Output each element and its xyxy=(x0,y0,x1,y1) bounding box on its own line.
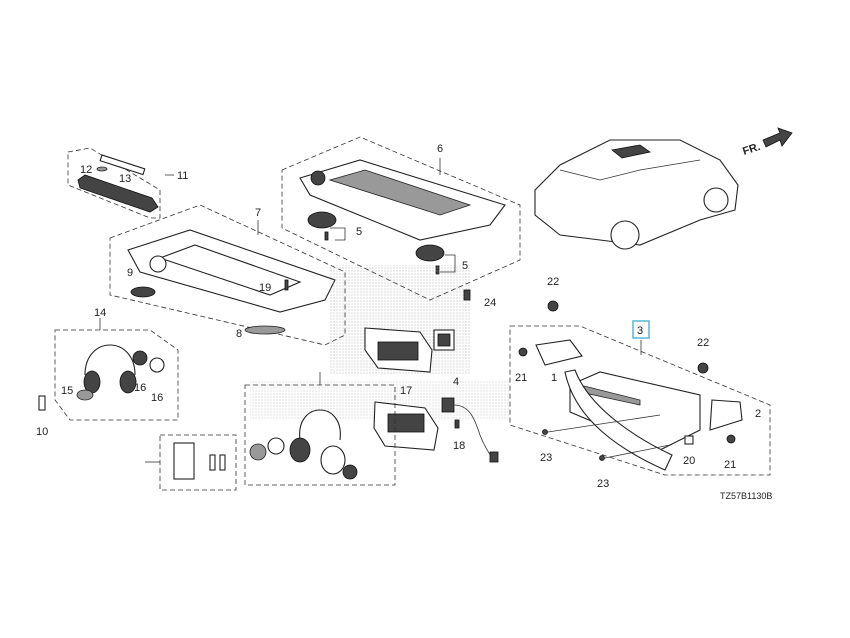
callout-18: 18 xyxy=(453,440,465,452)
callout-5: 5 xyxy=(356,226,362,238)
callout-7: 7 xyxy=(255,207,261,219)
callout-21: 21 xyxy=(724,459,736,471)
group-14-headphones xyxy=(38,318,179,421)
callout-21: 21 xyxy=(515,372,527,384)
callout-9: 9 xyxy=(127,267,133,279)
group-6-roof-console-frame xyxy=(281,136,521,301)
callout-13: 13 xyxy=(119,173,131,185)
callout-15: 15 xyxy=(61,385,73,397)
callout-16: 16 xyxy=(151,392,163,404)
callout-3[interactable]: 3 xyxy=(637,325,643,337)
callout-23: 23 xyxy=(597,478,609,490)
callout-labels: 12 13 11 6 7 5 5 9 19 8 24 22 14 3 22 15… xyxy=(36,143,772,501)
callout-2: 2 xyxy=(755,408,761,420)
callout-19: 19 xyxy=(259,282,271,294)
callout-16: 16 xyxy=(134,382,146,394)
callout-17: 17 xyxy=(400,385,412,397)
front-direction-label: FR. xyxy=(741,141,762,158)
front-direction-indicator: FR. xyxy=(741,127,793,158)
callout-8: 8 xyxy=(236,328,242,340)
callout-24: 24 xyxy=(484,297,496,309)
callout-23: 23 xyxy=(540,452,552,464)
group-wireless-headphones xyxy=(244,372,396,486)
group-3-dvd-player xyxy=(509,300,771,476)
callout-11: 11 xyxy=(177,170,188,182)
group-7-roof-console xyxy=(109,204,346,346)
group-11-map-light xyxy=(67,147,174,219)
battery-kit-group xyxy=(145,434,237,491)
diagram-code: TZ57B1130B xyxy=(720,491,772,501)
rear-entertainment-controls xyxy=(364,289,499,463)
callout-20: 20 xyxy=(683,455,695,467)
callout-1: 1 xyxy=(551,372,557,384)
selected-part-highlight xyxy=(632,320,650,339)
callout-6: 6 xyxy=(437,143,443,155)
callout-10: 10 xyxy=(36,426,48,438)
callout-12: 12 xyxy=(80,164,92,176)
callout-14: 14 xyxy=(94,307,106,319)
callout-5: 5 xyxy=(462,260,468,272)
callout-22: 22 xyxy=(547,276,559,288)
vehicle-illustration xyxy=(534,139,739,250)
callout-4: 4 xyxy=(453,376,459,388)
callout-22: 22 xyxy=(697,337,709,349)
